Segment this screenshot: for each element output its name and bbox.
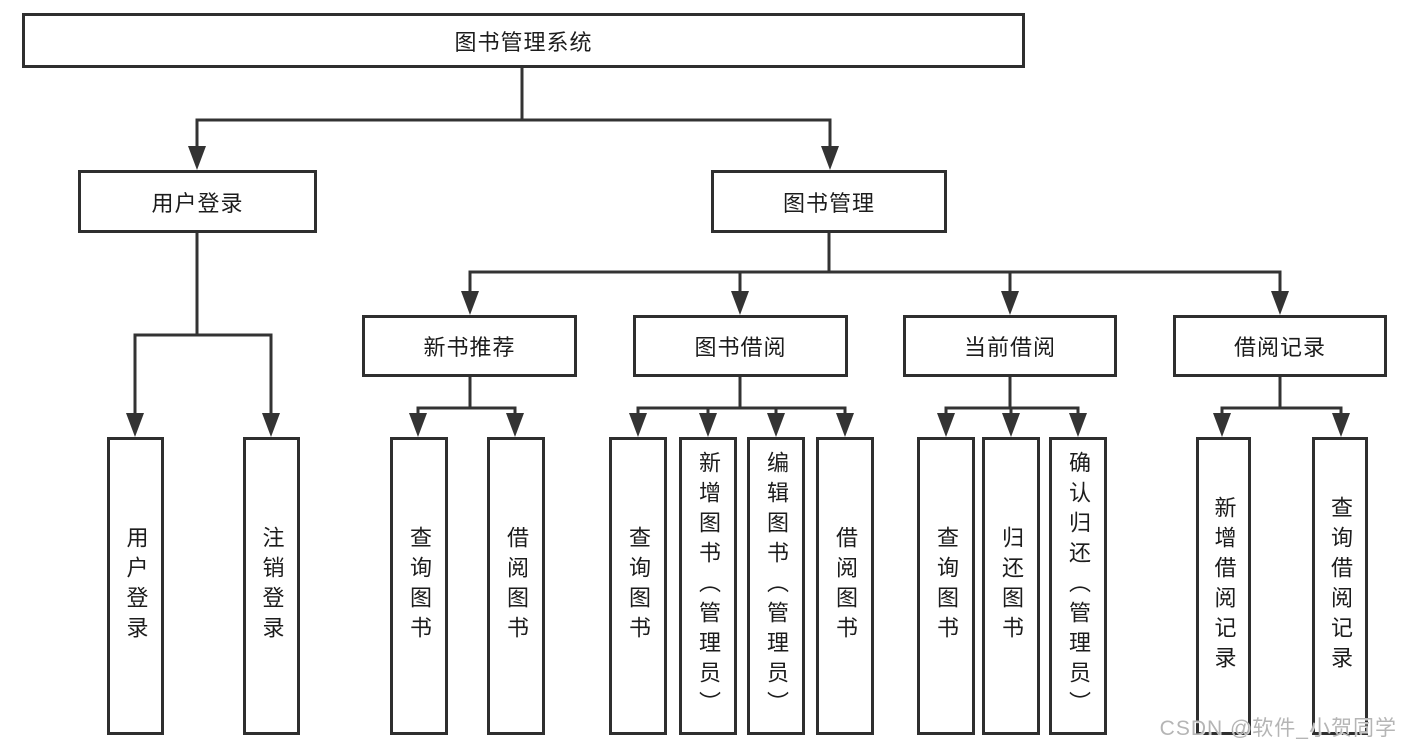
arrowheads	[126, 146, 1350, 437]
node-label: 编辑图书（管理员）	[764, 451, 789, 721]
node-label: 新增图书（管理员）	[696, 451, 721, 721]
node-label: 图书借阅	[694, 335, 787, 360]
arrowhead	[126, 413, 144, 437]
node-leaf-add-borrow-record: 新增借阅记录	[1196, 437, 1251, 735]
node-label: 用户登录	[123, 526, 149, 646]
node-library-management-system: 图书管理系统	[22, 13, 1025, 68]
node-leaf-confirm-return-admin: 确认归还（管理员）	[1049, 437, 1107, 735]
node-leaf-logout: 注销登录	[243, 437, 300, 735]
node-leaf-query-books: 查询图书	[390, 437, 448, 735]
csdn-watermark: CSDN @软件_小贺同学	[1159, 717, 1397, 740]
node-label: 借阅图书	[833, 526, 858, 646]
arrowhead	[821, 146, 839, 170]
node-borrowing-records: 借阅记录	[1173, 315, 1387, 377]
node-leaf-borrow-books: 借阅图书	[816, 437, 874, 735]
arrowhead	[1001, 291, 1019, 315]
node-current-borrowing: 当前借阅	[903, 315, 1117, 377]
node-label: 注销登录	[259, 526, 285, 646]
node-label: 查询借阅记录	[1328, 496, 1353, 676]
arrowhead	[409, 413, 427, 437]
arrowhead	[1002, 413, 1020, 437]
node-label: 新增借阅记录	[1211, 496, 1237, 676]
node-user-login: 用户登录	[78, 170, 317, 233]
connector-current-to-leaves	[944, 375, 1080, 420]
arrowhead	[461, 291, 479, 315]
node-label: 图书管理	[782, 190, 875, 216]
node-leaf-query-books: 查询图书	[609, 437, 667, 735]
arrowhead	[1213, 413, 1231, 437]
connector-newrec-to-leaves	[416, 375, 517, 420]
node-leaf-borrow-books: 借阅图书	[487, 437, 545, 735]
node-label: 图书管理系统	[454, 29, 593, 55]
node-label: 查询图书	[626, 526, 651, 646]
connector-root-to-level2	[195, 66, 832, 153]
node-leaf-return-books: 归还图书	[982, 437, 1040, 735]
arrowhead	[262, 413, 280, 437]
node-new-book-recommend: 新书推荐	[362, 315, 577, 377]
node-book-management: 图书管理	[711, 170, 947, 233]
arrowhead	[506, 413, 524, 437]
arrowhead	[629, 413, 647, 437]
node-book-borrowing: 图书借阅	[633, 315, 848, 377]
arrowhead	[836, 413, 854, 437]
node-leaf-query-borrow-record: 查询借阅记录	[1312, 437, 1368, 735]
node-label: 借阅图书	[504, 526, 529, 646]
node-label: 当前借阅	[963, 335, 1056, 360]
node-label: 新书推荐	[423, 335, 516, 360]
node-leaf-user-login: 用户登录	[107, 437, 164, 735]
node-label: 查询图书	[407, 526, 432, 646]
connector-borrow-to-leaves	[636, 375, 847, 420]
arrowhead	[731, 291, 749, 315]
connector-login-to-leaves	[133, 231, 273, 420]
connector-mgmt-to-level3	[468, 231, 1282, 298]
node-label: 查询图书	[934, 526, 959, 646]
node-leaf-edit-books-admin: 编辑图书（管理员）	[747, 437, 805, 735]
node-label: 确认归还（管理员）	[1066, 451, 1091, 721]
node-leaf-query-books: 查询图书	[917, 437, 975, 735]
connector-record-to-leaves	[1220, 375, 1343, 420]
node-label: 归还图书	[999, 526, 1024, 646]
arrowhead	[1332, 413, 1350, 437]
node-label: 用户登录	[151, 190, 244, 216]
arrowhead	[1069, 413, 1087, 437]
arrowhead	[937, 413, 955, 437]
arrowhead	[699, 413, 717, 437]
arrowhead	[188, 146, 206, 170]
arrowhead	[1271, 291, 1289, 315]
node-label: 借阅记录	[1233, 335, 1326, 360]
node-leaf-add-books-admin: 新增图书（管理员）	[679, 437, 737, 735]
arrowhead	[767, 413, 785, 437]
